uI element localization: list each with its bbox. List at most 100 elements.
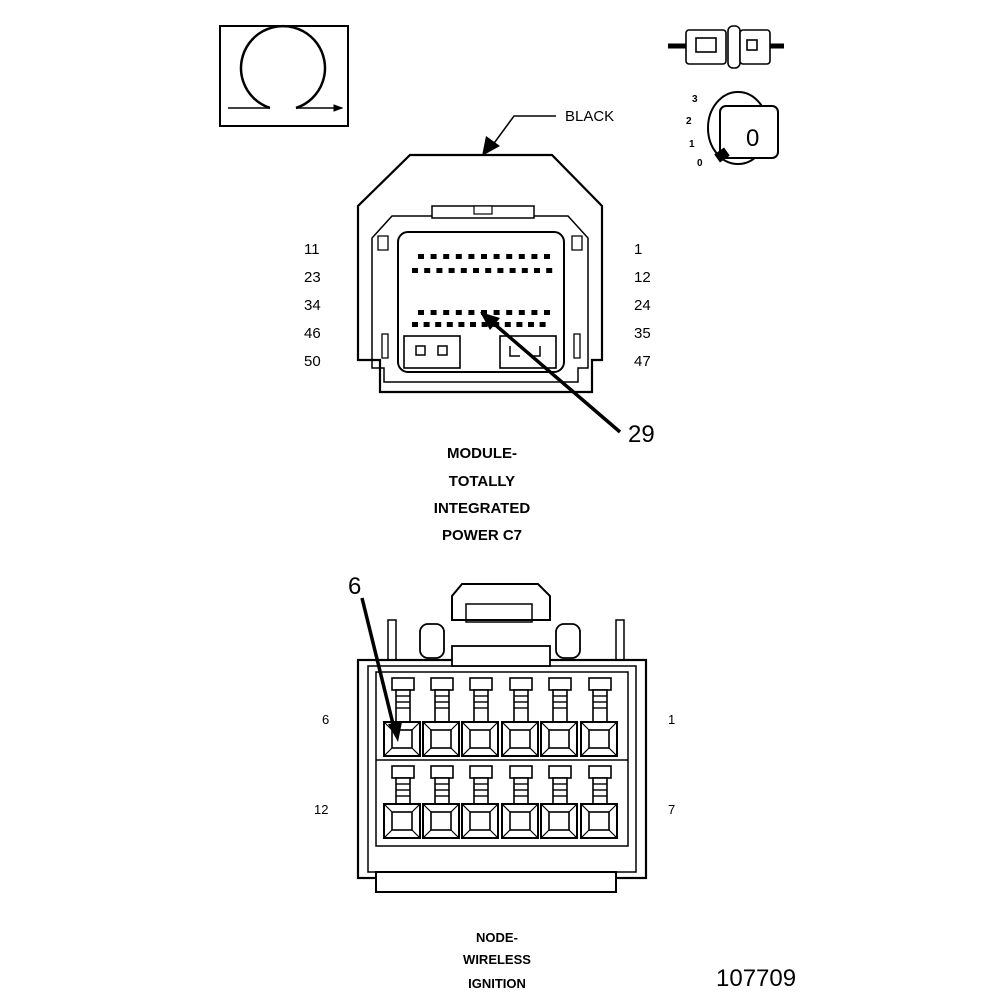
- pin-cavity: [418, 254, 424, 259]
- terminal-latch: [391, 677, 415, 691]
- pin-cavity: [448, 268, 455, 273]
- pin-cavity: [534, 268, 540, 273]
- pin-cavity: [509, 268, 516, 273]
- pin-cavity: [443, 310, 450, 315]
- pin-cavity: [531, 254, 538, 259]
- pin-cavity: [528, 322, 534, 327]
- inline-connector-icon: [668, 25, 784, 69]
- bottom-right-pin-1: 1: [668, 712, 675, 727]
- terminal-latch: [469, 765, 493, 779]
- pin-cavity: [485, 268, 492, 273]
- bottom-caption-line-1: NODE-: [476, 930, 518, 945]
- pin-cavity: [468, 310, 475, 315]
- pin-cavity: [518, 310, 525, 315]
- pin-cavity: [443, 254, 450, 259]
- pin-cavity: [504, 322, 511, 327]
- terminal-latch: [469, 677, 493, 691]
- pin-cavity: [446, 322, 453, 327]
- pin-cavity: [481, 322, 488, 327]
- terminal-latch: [509, 677, 533, 691]
- pin-cavity: [473, 268, 479, 273]
- pin-6-callout-arrow: [360, 597, 402, 742]
- top-caption-line-3: INTEGRATED: [434, 500, 531, 517]
- terminal-stem: [552, 689, 568, 723]
- top-caption-line-4: POWER C7: [442, 527, 522, 544]
- bottom-left-pin-6: 6: [322, 712, 329, 727]
- ignition-position-3: 3: [692, 94, 698, 105]
- bottom-left-pin-12: 12: [314, 802, 328, 817]
- key-position-label: 0: [746, 125, 759, 152]
- pin-cavity: [460, 268, 467, 273]
- pin-cavity: [531, 310, 538, 315]
- pin-cavity: [516, 322, 523, 327]
- pin-cavity: [539, 322, 546, 327]
- ignition-position-2: 2: [686, 116, 692, 127]
- pin-cavity: [423, 322, 430, 327]
- pin-cavity: [544, 310, 550, 315]
- ignition-position-1: 1: [689, 139, 695, 150]
- pin-cavity: [470, 322, 476, 327]
- pin-29-callout-arrow: [480, 312, 622, 434]
- pin-cavity: [418, 310, 424, 315]
- pin-cavity: [493, 254, 500, 259]
- pin-cavity: [455, 310, 462, 315]
- bottom-caption-line-2: WIRELESS: [463, 952, 531, 967]
- color-callout-arrow: [482, 115, 556, 156]
- pin-cavity: [481, 254, 487, 259]
- connector-face-view-symbol: [219, 24, 349, 127]
- top-right-pin-35: 35: [634, 325, 651, 342]
- terminal-latch: [391, 765, 415, 779]
- connector-color-label: BLACK: [565, 108, 614, 125]
- ignition-switch-icon: 0 3 2 1 0: [686, 91, 779, 169]
- pin-cavity: [468, 254, 475, 259]
- terminal-stem: [434, 689, 450, 723]
- top-left-pin-50: 50: [304, 353, 321, 370]
- terminal-latch: [548, 677, 572, 691]
- pin-cavity: [497, 268, 504, 273]
- top-caption-line-2: TOTALLY: [449, 473, 515, 490]
- pin-cavity: [430, 254, 437, 259]
- terminal-latch: [548, 765, 572, 779]
- pin-cavity: [521, 268, 528, 273]
- pin-cavity: [458, 322, 465, 327]
- top-right-pin-24: 24: [634, 297, 651, 314]
- pin-cavity: [436, 268, 443, 273]
- terminal-stem: [552, 777, 568, 805]
- terminal-stem: [592, 689, 608, 723]
- pin-cavity: [506, 254, 513, 259]
- top-right-pin-12: 12: [634, 269, 651, 286]
- pin-cavity: [546, 268, 553, 273]
- bottom-caption-line-3: IGNITION: [468, 976, 526, 991]
- terminal-stem: [434, 777, 450, 805]
- pin-cavity: [506, 310, 513, 315]
- terminal-stem: [473, 777, 489, 805]
- pin-6-callout-label: 6: [348, 573, 361, 600]
- pin-cavity: [455, 254, 462, 259]
- terminal-latch: [588, 677, 612, 691]
- terminal-stem: [395, 689, 411, 723]
- pin-cavity: [412, 322, 418, 327]
- top-caption-line-1: MODULE-: [447, 445, 517, 462]
- figure-number: 107709: [716, 965, 796, 992]
- terminal-latch: [430, 765, 454, 779]
- top-right-pin-1: 1: [634, 241, 642, 258]
- terminal-latch: [588, 765, 612, 779]
- pin-cavity: [412, 268, 418, 273]
- terminal-stem: [395, 777, 411, 805]
- terminal-stem: [473, 689, 489, 723]
- bottom-connector-wireless-ignition: [356, 583, 648, 893]
- top-left-pin-23: 23: [304, 269, 321, 286]
- terminal-stem: [513, 689, 529, 723]
- pin-cavity: [544, 254, 550, 259]
- terminal-latch: [509, 765, 533, 779]
- terminal-stem: [513, 777, 529, 805]
- pin-cavity: [481, 310, 487, 315]
- pin-cavity: [435, 322, 442, 327]
- top-left-pin-34: 34: [304, 297, 321, 314]
- pin-29-callout-label: 29: [628, 421, 655, 448]
- terminal-latch: [430, 677, 454, 691]
- top-left-pin-46: 46: [304, 325, 321, 342]
- pin-cavity: [424, 268, 431, 273]
- terminal-stem: [592, 777, 608, 805]
